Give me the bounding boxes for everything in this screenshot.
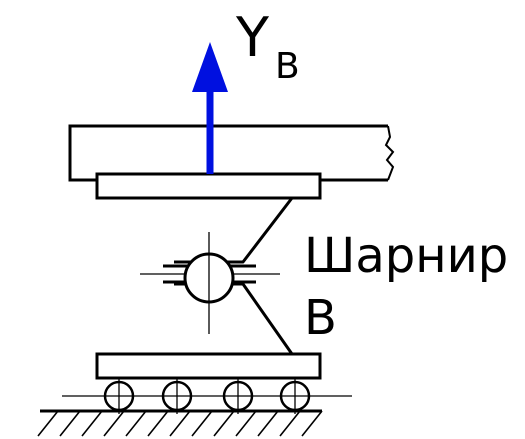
upper-block [122,196,294,264]
arrow-head [192,42,228,92]
lower-plate [95,352,322,380]
ground [37,409,323,437]
joint-label-line1: Шарнир [304,228,508,284]
joint-label-line2: B [304,290,337,346]
force-symbol: Y [235,6,270,69]
ground-hatching [37,410,323,437]
hinge-pin [140,232,280,334]
beam-break-line [384,125,395,181]
beam [68,124,395,182]
reaction-force-arrow [192,42,228,174]
beam-outline [68,124,388,182]
force-subscript: B [275,46,300,87]
upper-plate [95,172,322,200]
